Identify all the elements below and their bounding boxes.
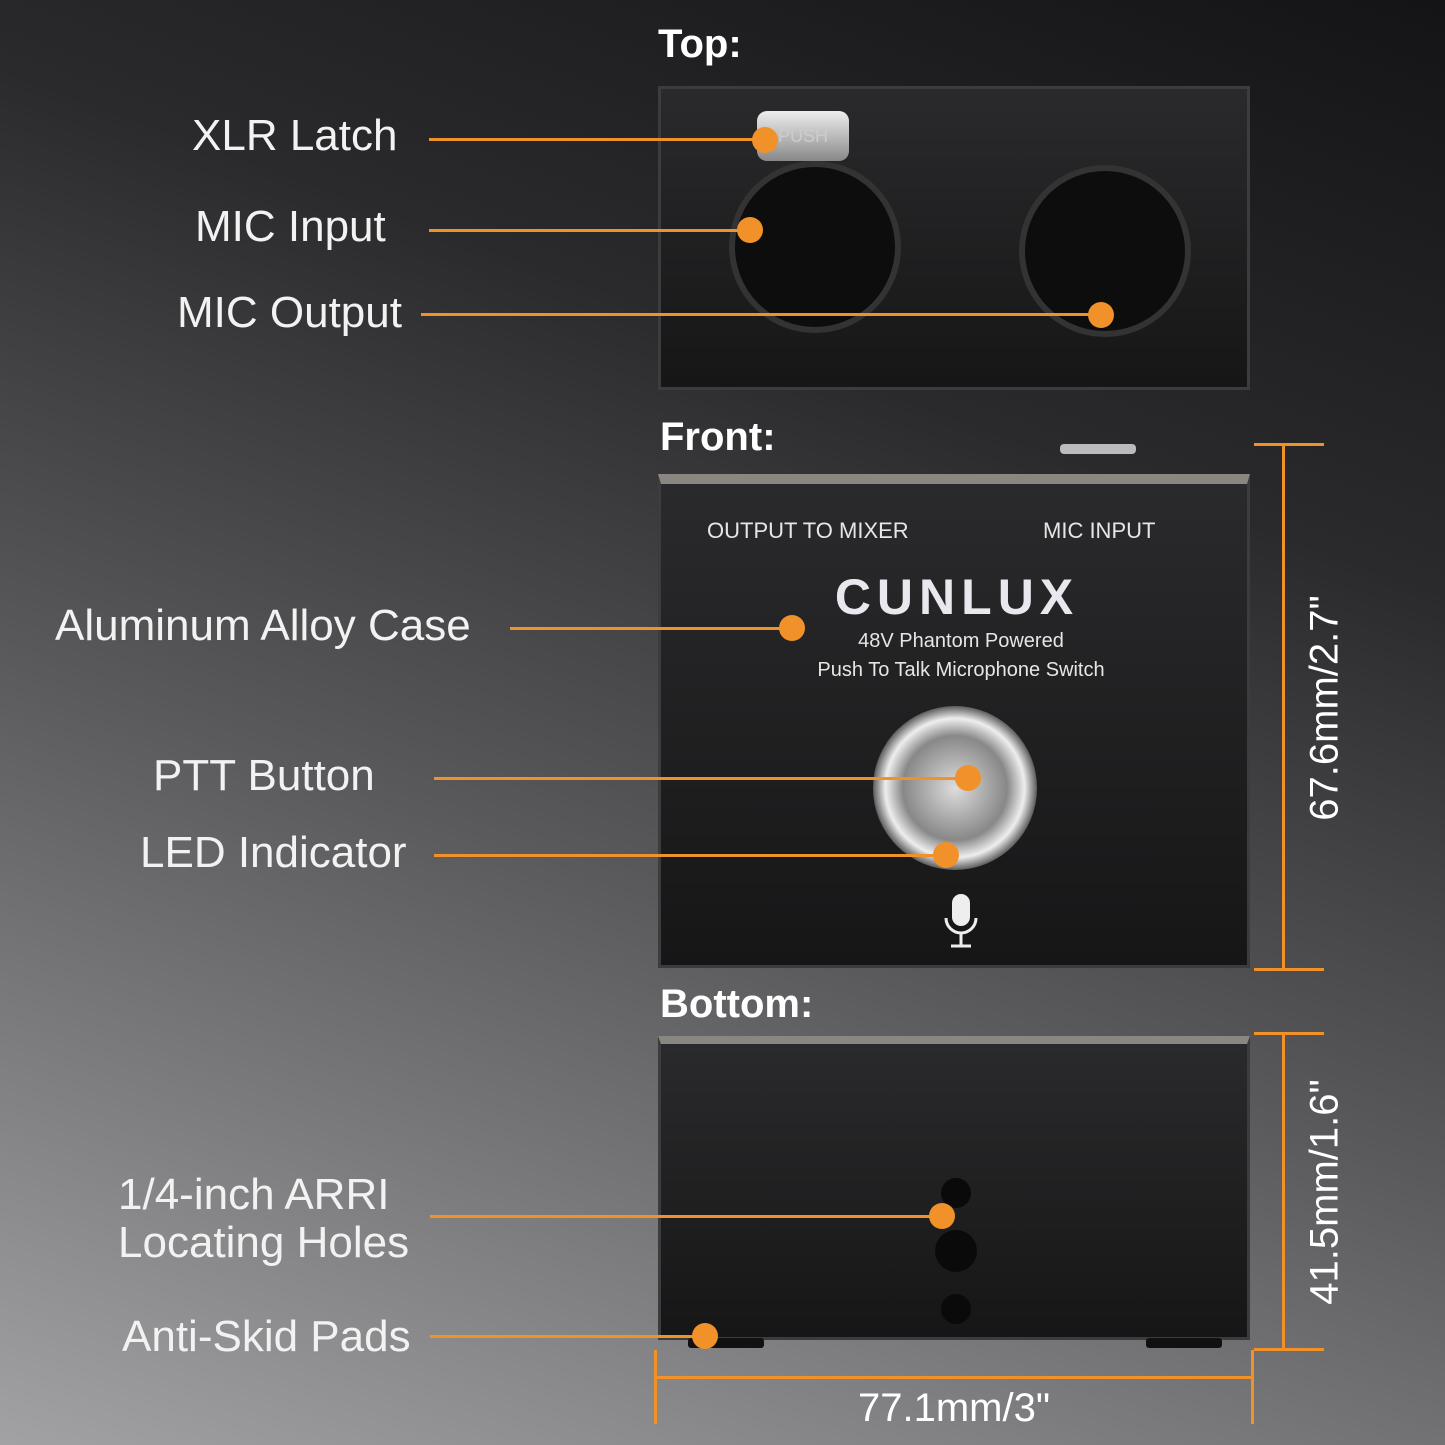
callout-mic-input: MIC Input [195, 202, 386, 251]
callout-led: LED Indicator [140, 828, 407, 877]
callout-case: Aluminum Alloy Case [55, 601, 471, 650]
leader-line [510, 627, 792, 630]
anti-skid-pad [688, 1338, 764, 1348]
callout-mic-output: MIC Output [177, 288, 402, 337]
dimension-tick [1254, 1032, 1324, 1035]
leader-line [434, 777, 968, 780]
ptt-button[interactable] [873, 706, 1037, 870]
dimension-tick [654, 1350, 657, 1424]
leader-line [430, 1335, 705, 1338]
anti-skid-pad [1146, 1338, 1222, 1348]
product-line-1: 48V Phantom Powered [858, 630, 1064, 652]
microphone-icon [943, 892, 978, 952]
dimension-line-height [1282, 443, 1285, 970]
leader-line [430, 1215, 942, 1218]
callout-arri-line2: Locating Holes [118, 1218, 410, 1267]
leader-line [421, 313, 1101, 316]
section-title-bottom: Bottom: [660, 982, 814, 1026]
product-line-2: Push To Talk Microphone Switch [817, 659, 1105, 681]
xlr-female-connector [729, 161, 901, 333]
dimension-tick [1254, 1348, 1324, 1351]
bottom-view [658, 1036, 1250, 1340]
callout-dot [692, 1323, 718, 1349]
section-title-top: Top: [658, 22, 742, 66]
top-view: PUSH [658, 86, 1250, 390]
callout-arri-line1: 1/4-inch ARRI [118, 1170, 390, 1219]
dimension-height: 67.6mm/2.7" [1302, 595, 1347, 821]
front-view: OUTPUT TO MIXER MIC INPUT CUNLUX 48V Pha… [658, 474, 1250, 968]
callout-dot [933, 842, 959, 868]
leader-line [434, 854, 946, 857]
dimension-line-depth [1282, 1032, 1285, 1350]
callout-ptt: PTT Button [153, 751, 375, 800]
callout-dot [1088, 302, 1114, 328]
callout-dot [779, 615, 805, 641]
ptt-stem [1060, 444, 1136, 454]
mic-input-label: MIC INPUT [1043, 518, 1156, 543]
section-title-front: Front: [660, 415, 776, 459]
leader-line [429, 229, 749, 232]
dimension-line-width [654, 1376, 1254, 1379]
dimension-width: 77.1mm/3" [857, 1386, 1051, 1430]
locating-hole [935, 1230, 977, 1272]
callout-xlr-latch: XLR Latch [192, 111, 398, 160]
locating-hole [941, 1294, 971, 1324]
callout-dot [929, 1203, 955, 1229]
callout-dot [737, 217, 763, 243]
dimension-tick [1251, 1350, 1254, 1424]
callout-pads: Anti-Skid Pads [122, 1312, 411, 1361]
leader-line [429, 138, 765, 141]
dimension-depth: 41.5mm/1.6" [1302, 1079, 1347, 1305]
xlr-male-connector [1019, 165, 1191, 337]
brand-logo: CUNLUX [834, 569, 1080, 625]
dimension-tick [1254, 443, 1324, 446]
output-to-mixer-label: OUTPUT TO MIXER [707, 518, 909, 543]
dimension-tick [1254, 968, 1324, 971]
callout-dot [752, 127, 778, 153]
callout-dot [955, 765, 981, 791]
